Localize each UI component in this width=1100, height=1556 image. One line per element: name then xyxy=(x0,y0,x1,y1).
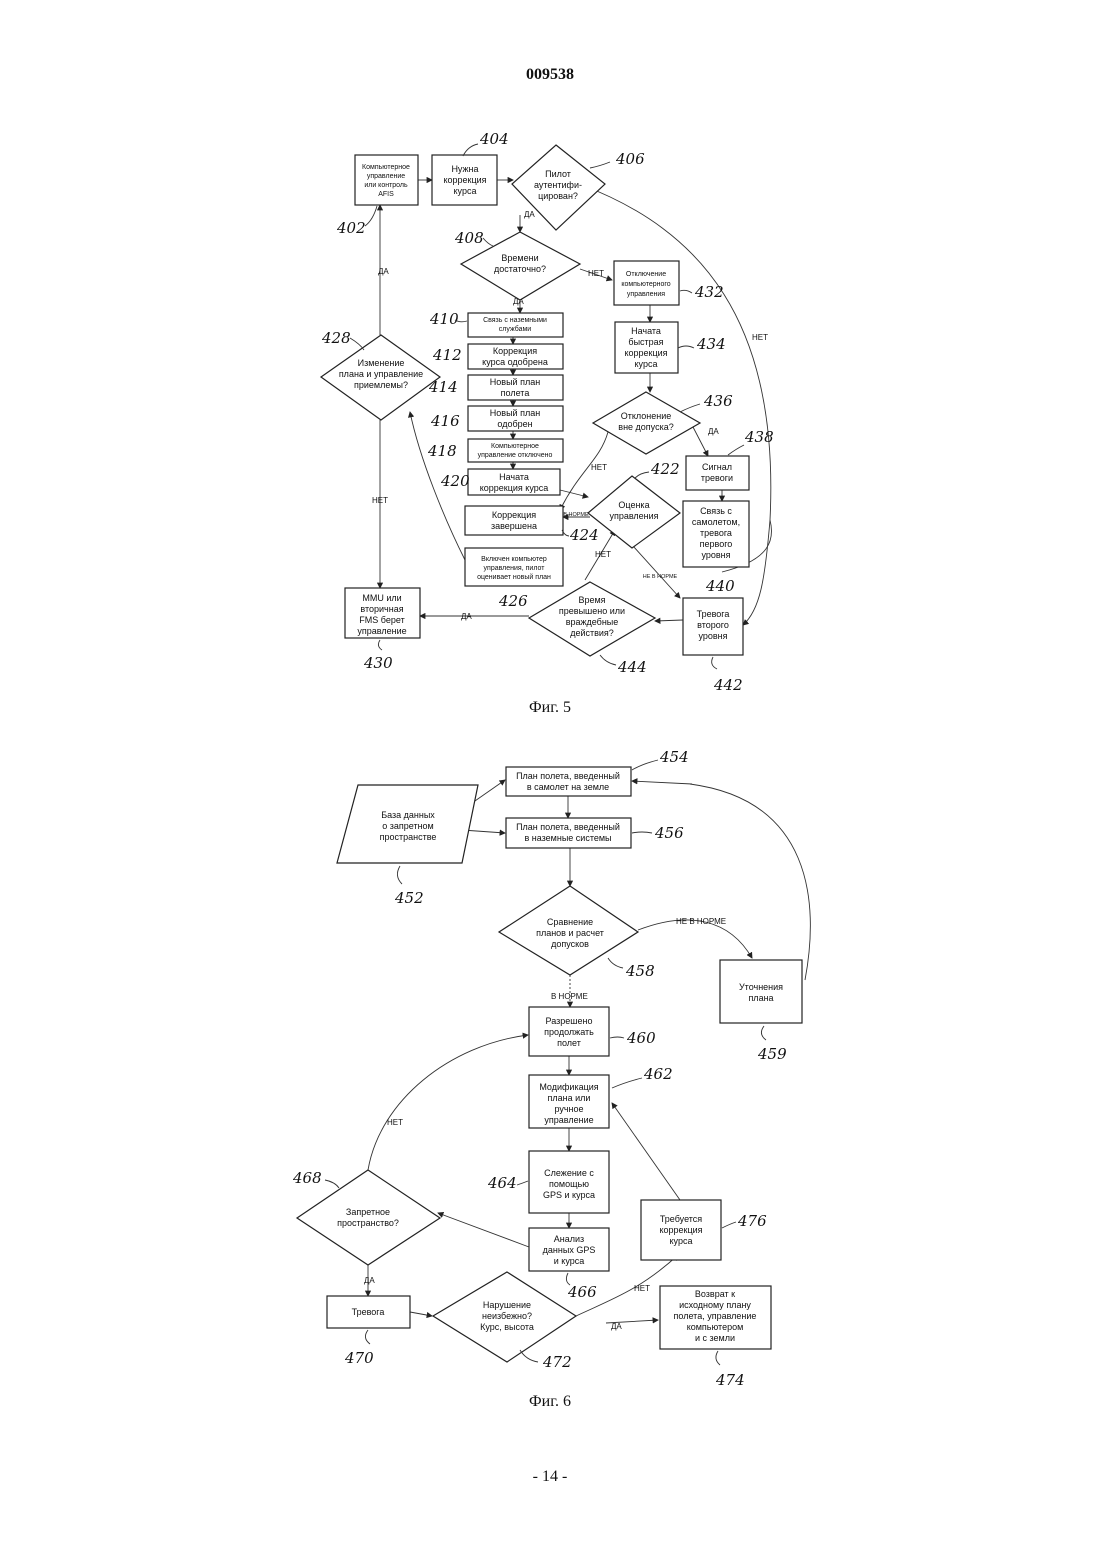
fig6-node-466: Анализ данных GPS и курса xyxy=(529,1228,609,1271)
svg-text:исходному плану: исходному плану xyxy=(679,1300,751,1310)
svg-text:Уточнения: Уточнения xyxy=(739,982,783,992)
svg-text:Модификация: Модификация xyxy=(539,1082,598,1092)
fig6-no-472: НЕТ xyxy=(634,1284,650,1293)
svg-text:плана или: плана или xyxy=(548,1093,591,1103)
ref-474: 474 xyxy=(715,1371,745,1389)
svg-text:Требуется: Требуется xyxy=(660,1214,702,1224)
ref-464: 464 xyxy=(487,1174,517,1192)
fig6-no-468: НЕТ xyxy=(387,1118,403,1127)
svg-text:компьютером: компьютером xyxy=(687,1322,744,1332)
svg-text:о запретном: о запретном xyxy=(382,821,434,831)
svg-text:GPS и курса: GPS и курса xyxy=(543,1190,595,1200)
svg-text:План полета, введенный: План полета, введенный xyxy=(516,771,620,781)
fig6-node-462: Модификация плана или ручное управление xyxy=(529,1075,609,1128)
svg-text:Запретное: Запретное xyxy=(346,1207,390,1217)
ref-454: 454 xyxy=(659,748,689,766)
svg-text:ручное: ручное xyxy=(554,1104,583,1114)
svg-text:в самолет на земле: в самолет на земле xyxy=(527,782,609,792)
ref-470: 470 xyxy=(344,1349,374,1367)
fig6-node-472: Нарушение неизбежно? Курс, высота xyxy=(433,1272,576,1362)
fig6-node-470: Тревога xyxy=(327,1296,410,1328)
fig6-yes-468: ДА xyxy=(364,1276,375,1285)
ref-458: 458 xyxy=(625,962,655,980)
fig6-node-459: Уточнения плана xyxy=(720,960,802,1023)
fig6-node-464: Слежение с помощью GPS и курса xyxy=(529,1151,609,1213)
svg-text:допусков: допусков xyxy=(551,939,589,949)
svg-text:Сравнение: Сравнение xyxy=(547,917,593,927)
fig6-node-458: Сравнение планов и расчет допусков xyxy=(499,886,638,975)
fig6-in-norm: В НОРМЕ xyxy=(551,992,588,1001)
ref-466: 466 xyxy=(567,1283,597,1301)
svg-text:База данных: База данных xyxy=(381,810,435,820)
svg-text:Разрешено: Разрешено xyxy=(546,1016,593,1026)
svg-text:Анализ: Анализ xyxy=(554,1234,584,1244)
ref-460: 460 xyxy=(626,1029,656,1047)
ref-476: 476 xyxy=(737,1212,767,1230)
svg-text:плана: плана xyxy=(748,993,773,1003)
svg-text:данных GPS: данных GPS xyxy=(543,1245,596,1255)
svg-text:в наземные системы: в наземные системы xyxy=(524,833,611,843)
svg-text:Курс, высота: Курс, высота xyxy=(480,1322,534,1332)
svg-text:курса: курса xyxy=(670,1236,693,1246)
ref-472: 472 xyxy=(542,1353,572,1371)
svg-text:Нарушение: Нарушение xyxy=(483,1300,531,1310)
svg-text:помощью: помощью xyxy=(549,1179,589,1189)
ref-459: 459 xyxy=(757,1045,787,1063)
svg-text:пространство?: пространство? xyxy=(337,1218,399,1228)
svg-text:и курса: и курса xyxy=(554,1256,584,1266)
page-number: - 14 - xyxy=(0,1468,1100,1486)
svg-text:Тревога: Тревога xyxy=(352,1307,385,1317)
figure-6-caption: Фиг. 6 xyxy=(0,1393,1100,1411)
svg-text:План полета, введенный: План полета, введенный xyxy=(516,822,620,832)
svg-text:и с земли: и с земли xyxy=(695,1333,735,1343)
svg-text:пространстве: пространстве xyxy=(380,832,437,842)
svg-text:Слежение с: Слежение с xyxy=(544,1168,594,1178)
svg-text:планов и расчет: планов и расчет xyxy=(536,928,604,938)
svg-text:коррекция: коррекция xyxy=(659,1225,702,1235)
svg-text:полета, управление: полета, управление xyxy=(674,1311,757,1321)
fig6-node-456: План полета, введенный в наземные систем… xyxy=(506,818,631,848)
svg-text:продолжать: продолжать xyxy=(544,1027,594,1037)
ref-452: 452 xyxy=(394,889,424,907)
fig6-node-454: План полета, введенный в самолет на земл… xyxy=(506,767,631,796)
fig6-node-460: Разрешено продолжать полет xyxy=(529,1007,609,1056)
fig6-node-452: База данных о запретном пространстве xyxy=(337,785,478,863)
ref-456: 456 xyxy=(654,824,684,842)
fig6-node-476: Требуется коррекция курса xyxy=(641,1200,721,1260)
ref-462: 462 xyxy=(643,1065,673,1083)
svg-text:неизбежно?: неизбежно? xyxy=(482,1311,532,1321)
fig6-node-474: Возврат к исходному плану полета, управл… xyxy=(660,1286,771,1349)
fig6-yes-472: ДА xyxy=(611,1322,622,1331)
svg-text:Возврат к: Возврат к xyxy=(695,1289,735,1299)
svg-text:управление: управление xyxy=(544,1115,593,1125)
fig6-not-in-norm: НЕ В НОРМЕ xyxy=(676,917,726,926)
svg-text:полет: полет xyxy=(557,1038,581,1048)
ref-468: 468 xyxy=(292,1169,322,1187)
